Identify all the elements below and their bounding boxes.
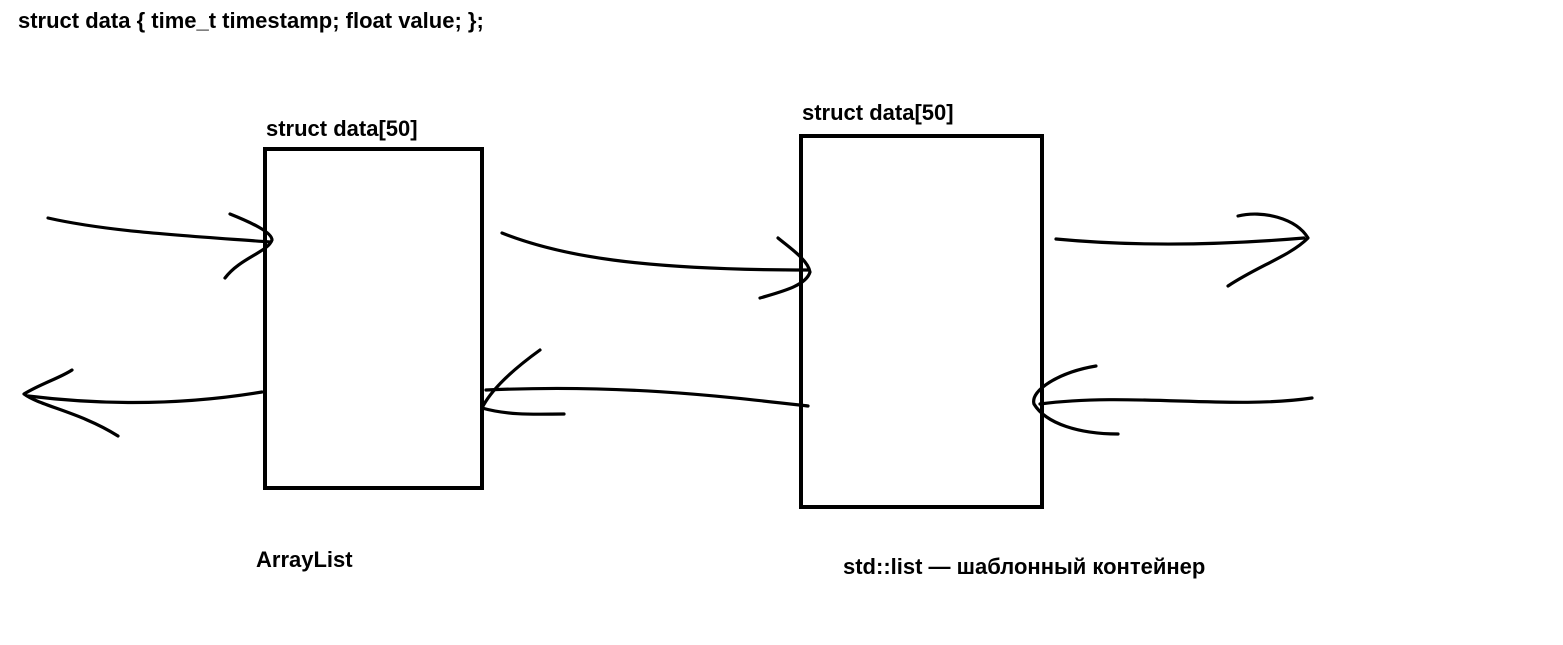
left-array-label: struct data[50] <box>266 116 418 141</box>
left-array-caption: ArrayList <box>256 547 353 572</box>
arrow-right-to-left-bottom <box>480 348 810 416</box>
arrow-in-right-bottom <box>1032 364 1314 436</box>
arrow-left-to-right-top <box>500 231 812 300</box>
left-array-box <box>263 147 484 490</box>
arrow-in-left-top <box>46 212 274 280</box>
right-array-box <box>799 134 1044 509</box>
arrow-out-right-top <box>1054 212 1310 288</box>
arrow-out-left-bottom <box>22 368 264 438</box>
struct-definition-text: struct data { time_t timestamp; float va… <box>18 8 484 33</box>
right-array-caption: std::list — шаблонный контейнер <box>843 554 1206 579</box>
right-array-label: struct data[50] <box>802 100 954 125</box>
